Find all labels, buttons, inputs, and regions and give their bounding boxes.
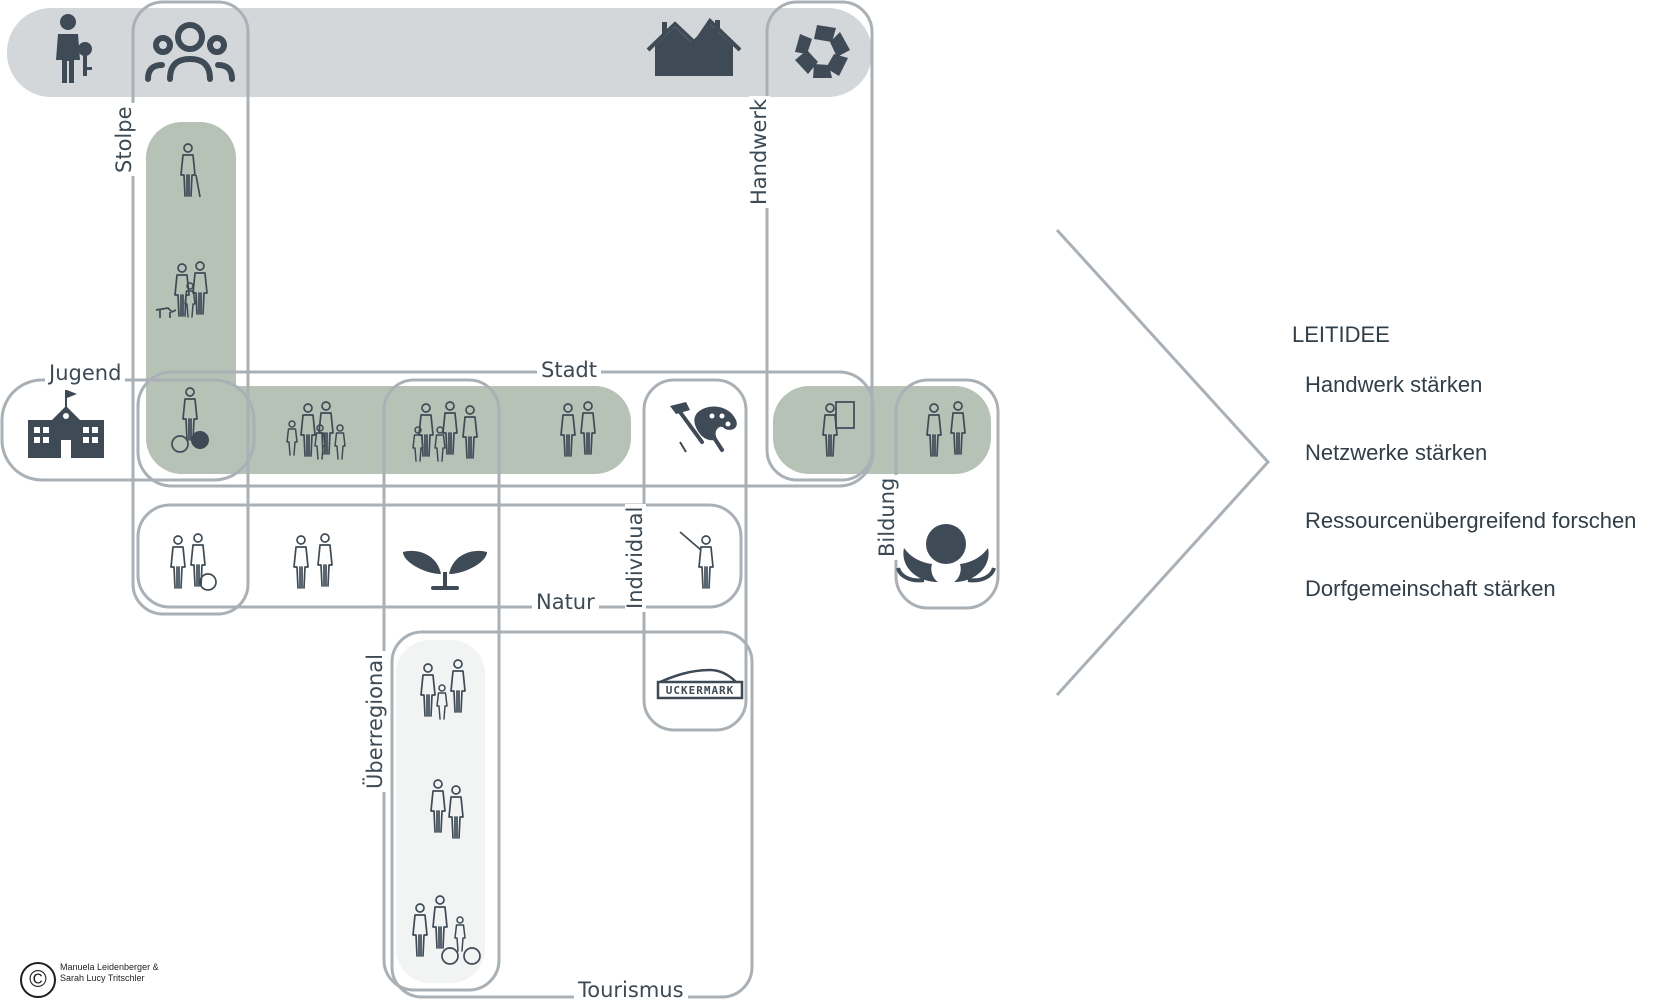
family-bicycle-icon <box>412 895 481 965</box>
ueberregional-highlight <box>396 640 485 983</box>
natur-outline <box>136 503 743 609</box>
panel-item-ressourcen: Ressourcenübergreifend forschen <box>1305 508 1637 533</box>
community-group-icon <box>145 22 235 82</box>
puzzle-ring-icon <box>795 25 850 78</box>
top-band <box>7 8 872 97</box>
label-ueberregional: Überregional <box>363 650 387 792</box>
person-with-key-icon <box>56 14 92 83</box>
craftsman-icon <box>822 401 855 457</box>
label-individual: Individual <box>623 503 647 612</box>
label-bildung: Bildung <box>875 474 899 560</box>
houses-icon <box>646 17 742 76</box>
panel-item-handwerk: Handwerk stärken <box>1305 372 1483 397</box>
label-jugend: Jugend <box>45 363 126 384</box>
jugend-outline <box>0 378 256 482</box>
panel-item-netzwerke: Netzwerke stärken <box>1305 440 1488 465</box>
guide-pointing-icon <box>679 531 714 589</box>
label-natur: Natur <box>532 592 599 613</box>
family-with-stroller-icon <box>170 533 217 591</box>
copyright-icon: © <box>20 962 56 998</box>
copyright-line-2: Sarah Lucy Tritschler <box>60 973 145 983</box>
chevron-arrow <box>1055 228 1271 697</box>
handwerk-bildung-highlight <box>773 386 991 474</box>
sprout-icon <box>403 550 487 590</box>
uckermark-logo-icon: UCKERMARK <box>656 668 744 700</box>
elderly-person-icon <box>180 143 201 198</box>
label-handwerk: Handwerk <box>747 95 771 208</box>
copyright-text: Manuela Leidenberger & Sarah Lucy Tritsc… <box>60 962 159 984</box>
school-building-icon <box>28 390 104 458</box>
copyright-line-1: Manuela Leidenberger & <box>60 962 159 972</box>
handwerk-outline <box>765 0 874 482</box>
cyclist-icon <box>171 387 209 453</box>
stolpe-outline <box>131 0 250 616</box>
uckermark-logo-text: UCKERMARK <box>666 684 735 697</box>
stadt-outline <box>136 370 875 488</box>
label-stolpe: Stolpe <box>112 103 136 176</box>
label-stadt: Stadt <box>537 360 601 381</box>
panel-title: LEITIDEE <box>1292 322 1390 347</box>
lotus-hands-icon <box>896 524 996 583</box>
stadt-highlight <box>146 386 631 474</box>
label-tourismus: Tourismus <box>574 980 688 1001</box>
tourismus-outline <box>390 630 754 999</box>
art-tools-icon <box>670 402 737 453</box>
panel-item-dorfgemeinschaft: Dorfgemeinschaft stärken <box>1305 576 1556 601</box>
family-with-dog-icon <box>155 261 208 318</box>
couple-coats-icon <box>293 533 333 589</box>
